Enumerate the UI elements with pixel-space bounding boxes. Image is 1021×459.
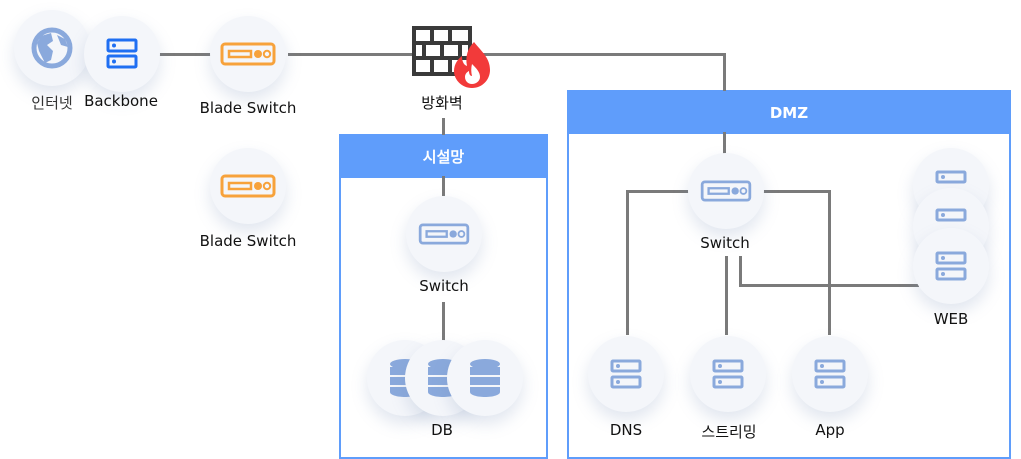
link-bladeswitch-firewall xyxy=(288,53,413,56)
dmz-switch-node[interactable] xyxy=(688,153,764,229)
streaming-label: 스트리밍 xyxy=(701,423,757,441)
dmz-switch-label: Switch xyxy=(700,234,750,252)
link-firewall-facility xyxy=(442,118,445,135)
switch-icon xyxy=(220,42,276,66)
link-dmzswitch-web-h xyxy=(739,284,919,287)
internet-label: 인터넷 xyxy=(31,94,73,112)
server-icon xyxy=(712,359,744,389)
link-firewall-dmz xyxy=(480,53,726,56)
link-dmzswitch-dns-v xyxy=(626,190,629,335)
link-facility-switch-db xyxy=(442,302,445,342)
link-dmzswitch-web-v xyxy=(739,256,742,287)
backbone-label: Backbone xyxy=(84,92,158,110)
switch-icon xyxy=(700,180,752,202)
blade-switch-1-label: Blade Switch xyxy=(199,99,297,117)
server-icon xyxy=(610,359,642,389)
link-dmzswitch-app-h xyxy=(763,190,831,193)
link-facility-head-switch xyxy=(442,176,445,196)
link-dmzswitch-dns-h xyxy=(626,190,690,193)
link-dmzswitch-app-v xyxy=(828,190,831,335)
web-label: WEB xyxy=(933,310,969,328)
facility-switch-node[interactable] xyxy=(406,196,482,272)
blade-switch-2-label: Blade Switch xyxy=(199,232,297,250)
link-backbone-bladeswitch xyxy=(158,53,212,56)
blade-switch-1-node[interactable] xyxy=(210,16,286,92)
dns-node[interactable] xyxy=(588,336,664,412)
app-node[interactable] xyxy=(792,336,868,412)
facility-zone-title: 시설망 xyxy=(341,136,546,178)
server-icon xyxy=(106,38,138,69)
link-dmzswitch-streaming xyxy=(725,256,728,335)
web-node-3[interactable] xyxy=(913,228,989,304)
app-label: App xyxy=(815,421,845,439)
switch-icon xyxy=(418,223,470,245)
server-icon xyxy=(935,208,967,222)
db-node-3[interactable] xyxy=(447,340,523,416)
link-dmz-head-switch xyxy=(723,132,726,154)
blade-switch-2-node[interactable] xyxy=(210,148,286,224)
firewall-icon xyxy=(412,26,490,88)
streaming-node[interactable] xyxy=(690,336,766,412)
dmz-zone-title: DMZ xyxy=(569,92,1009,134)
db-label: DB xyxy=(431,421,453,439)
dns-label: DNS xyxy=(609,421,643,439)
server-icon xyxy=(935,251,967,281)
server-icon xyxy=(935,170,967,184)
switch-icon xyxy=(220,174,276,198)
firewall-node[interactable] xyxy=(410,24,492,90)
facility-switch-label: Switch xyxy=(419,277,469,295)
server-icon xyxy=(814,359,846,389)
database-icon xyxy=(470,359,500,397)
internet-node[interactable] xyxy=(14,10,90,86)
link-firewall-dmz-drop xyxy=(723,53,726,91)
backbone-node[interactable] xyxy=(84,16,160,92)
globe-icon xyxy=(31,27,73,69)
firewall-label: 방화벽 xyxy=(421,94,463,112)
